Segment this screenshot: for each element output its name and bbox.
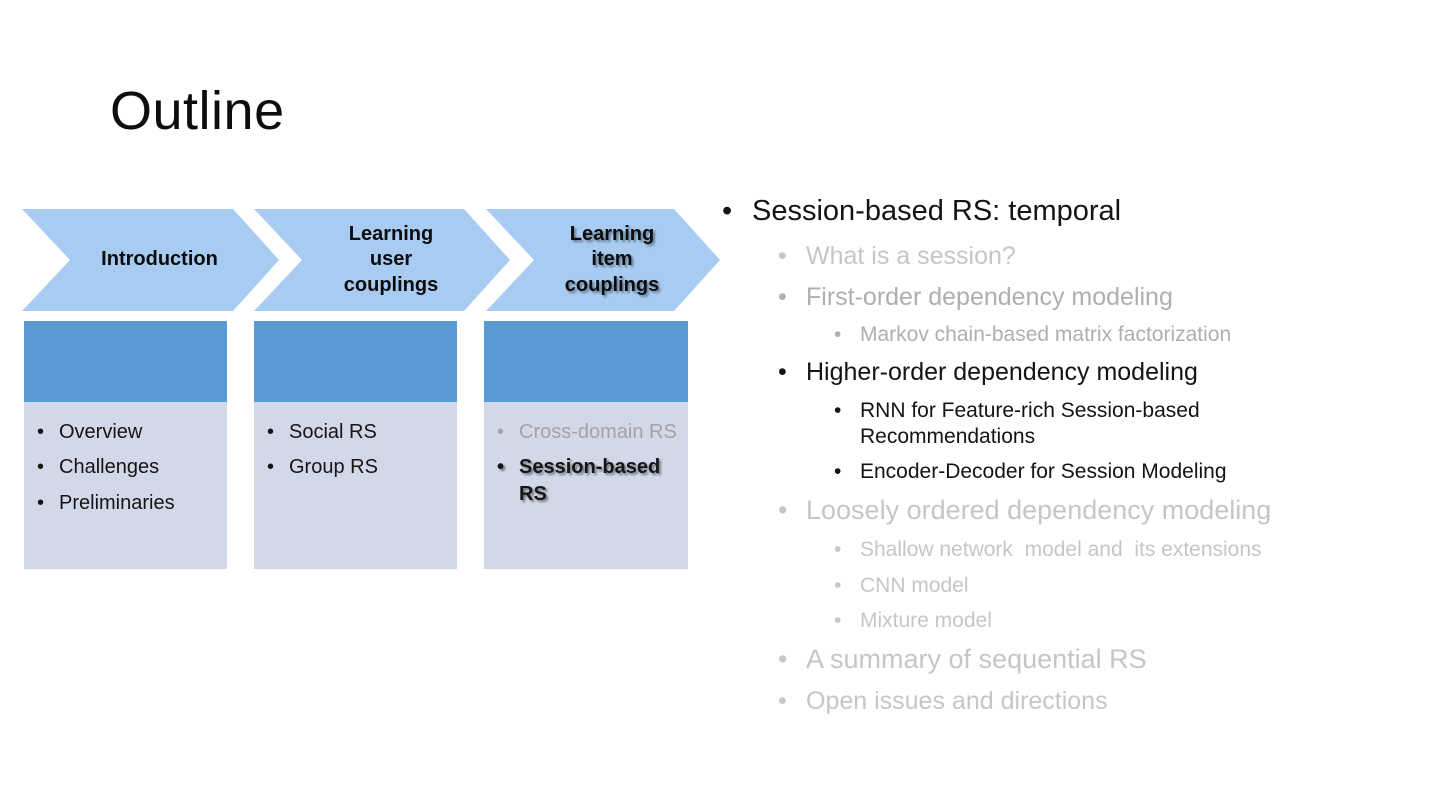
outline-item-label: A summary of sequential RS [806, 643, 1147, 674]
bullet-icon: • [722, 195, 733, 227]
outline-item: • Loosely ordered dependency modeling [722, 494, 1390, 527]
outline-item: • Higher-order dependency modeling [722, 357, 1390, 388]
chevron-label: Introduction [101, 248, 218, 271]
bullet-icon: • [37, 421, 45, 443]
outline-item: • Session-based RS: temporal [722, 194, 1390, 229]
outline-item-label: Markov chain-based matrix factorization [860, 323, 1232, 347]
list-item: • Overview [37, 419, 219, 445]
list-item: • Social RS [267, 419, 449, 445]
outline-item-label: CNN model [860, 573, 969, 597]
list-item-label: Challenges [59, 456, 160, 479]
outline-item: • Shallow network model and its extensio… [722, 537, 1390, 563]
bullet-icon: • [834, 398, 842, 422]
outline-item-label: Shallow network model and its extensions [860, 538, 1262, 562]
list-item-label: Session-based RS [519, 456, 666, 505]
bullet-icon: • [778, 495, 788, 525]
column-header-box-user-couplings [254, 321, 457, 402]
bullet-icon: • [267, 421, 275, 443]
panel-introduction: • Overview • Challenges • Preliminaries [24, 402, 227, 569]
outline-item-label: What is a session? [806, 242, 1016, 271]
chevron-label: Learning user couplings [343, 222, 439, 296]
list-item: • Group RS [267, 454, 449, 480]
list-item: • Session-based RS [497, 454, 680, 507]
bullet-icon: • [37, 491, 45, 514]
list-item-label: Cross-domain RS [519, 421, 677, 443]
outline-item-label: Mixture model [860, 608, 992, 632]
outline-item: • Markov chain-based matrix factorizatio… [722, 322, 1390, 348]
outline-item: • CNN model [722, 573, 1390, 599]
slide-title: Outline [110, 81, 285, 141]
list-item: • Preliminaries [37, 490, 219, 516]
bullet-icon: • [778, 282, 787, 311]
bullet-icon: • [778, 358, 787, 387]
bullet-icon: • [834, 323, 842, 347]
column-header-box-item-couplings [484, 321, 688, 402]
outline-item: • A summary of sequential RS [722, 643, 1390, 676]
bullet-icon: • [497, 421, 505, 443]
outline-item: • First-order dependency modeling [722, 282, 1390, 313]
panel-item-couplings: • Cross-domain RS • Session-based RS [484, 402, 688, 569]
outline-item-label: RNN for Feature-rich Session-based Recom… [860, 398, 1206, 448]
chevron-learning-item-couplings: Learning item couplings [486, 209, 720, 311]
list-item-label: Group RS [289, 456, 378, 479]
outline-item: • Encoder-Decoder for Session Modeling [722, 459, 1390, 485]
outline-item-label: Session-based RS: temporal [752, 195, 1122, 227]
list-item-label: Overview [59, 421, 143, 443]
outline-item-label: First-order dependency modeling [806, 282, 1173, 311]
list-item: • Challenges [37, 454, 219, 480]
bullet-icon: • [778, 242, 787, 271]
bullet-icon: • [497, 456, 505, 479]
outline-item-label: Open issues and directions [806, 687, 1108, 716]
bullet-icon: • [778, 687, 787, 716]
bullet-icon: • [267, 456, 275, 479]
list-item: • Cross-domain RS [497, 419, 680, 445]
outline-item-label: Loosely ordered dependency modeling [806, 495, 1272, 525]
chevron-learning-user-couplings: Learning user couplings [254, 209, 510, 311]
column-header-box-introduction [24, 321, 227, 402]
bullet-icon: • [778, 643, 788, 674]
bullet-icon: • [834, 608, 842, 632]
list-item-label: Social RS [289, 421, 377, 443]
outline-item: • Mixture model [722, 608, 1390, 634]
outline-item: • What is a session? [722, 241, 1390, 272]
panel-user-couplings: • Social RS • Group RS [254, 402, 457, 569]
outline-item: • Open issues and directions [722, 686, 1390, 717]
bullet-icon: • [834, 459, 842, 483]
bullet-icon: • [834, 573, 842, 597]
outline-item-label: Encoder-Decoder for Session Modeling [860, 459, 1227, 483]
chevron-label: Learning item couplings [564, 222, 660, 296]
bullet-icon: • [37, 456, 45, 479]
list-item-label: Preliminaries [59, 491, 175, 514]
outline-list: • Session-based RS: temporal • What is a… [722, 194, 1390, 727]
bullet-icon: • [834, 538, 842, 562]
chevron-introduction: Introduction [22, 209, 279, 311]
outline-item: • RNN for Feature-rich Session-based Rec… [722, 398, 1390, 450]
outline-item-label: Higher-order dependency modeling [806, 358, 1198, 387]
